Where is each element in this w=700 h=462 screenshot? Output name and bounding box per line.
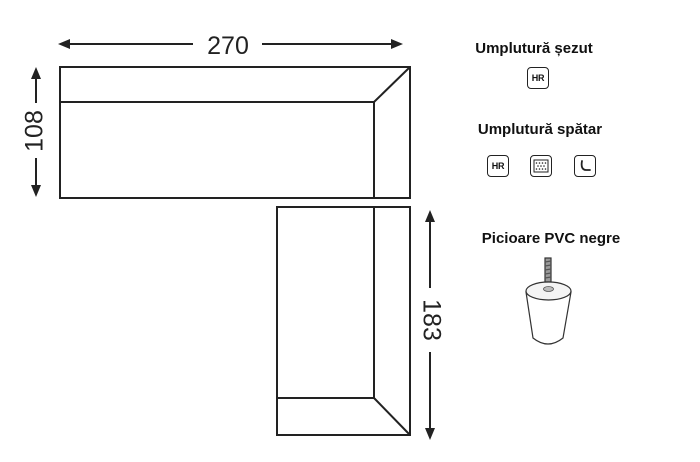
seat-filling-title: Umplutură șezut xyxy=(475,40,593,57)
pvc-leg-image xyxy=(525,257,572,345)
right-height-dimension xyxy=(425,210,435,440)
vertical-sofa-module xyxy=(276,206,411,436)
width-dimension-label: 270 xyxy=(207,32,249,60)
fiber-filling-icon xyxy=(530,155,552,177)
back-support-icon xyxy=(574,155,596,177)
left-height-dimension xyxy=(31,67,41,197)
hr-foam-icon: HR xyxy=(527,67,549,89)
hr-foam-label: HR xyxy=(491,161,505,171)
back-filling-title: Umplutură spătar xyxy=(477,121,603,138)
left-height-dimension-label: 108 xyxy=(21,110,49,152)
hr-foam-label: HR xyxy=(531,73,545,83)
width-dimension xyxy=(58,39,403,49)
horizontal-sofa-module xyxy=(59,66,411,199)
legs-title: Picioare PVC negre xyxy=(481,230,621,247)
hr-foam-icon: HR xyxy=(487,155,509,177)
right-height-dimension-label: 183 xyxy=(417,299,445,341)
